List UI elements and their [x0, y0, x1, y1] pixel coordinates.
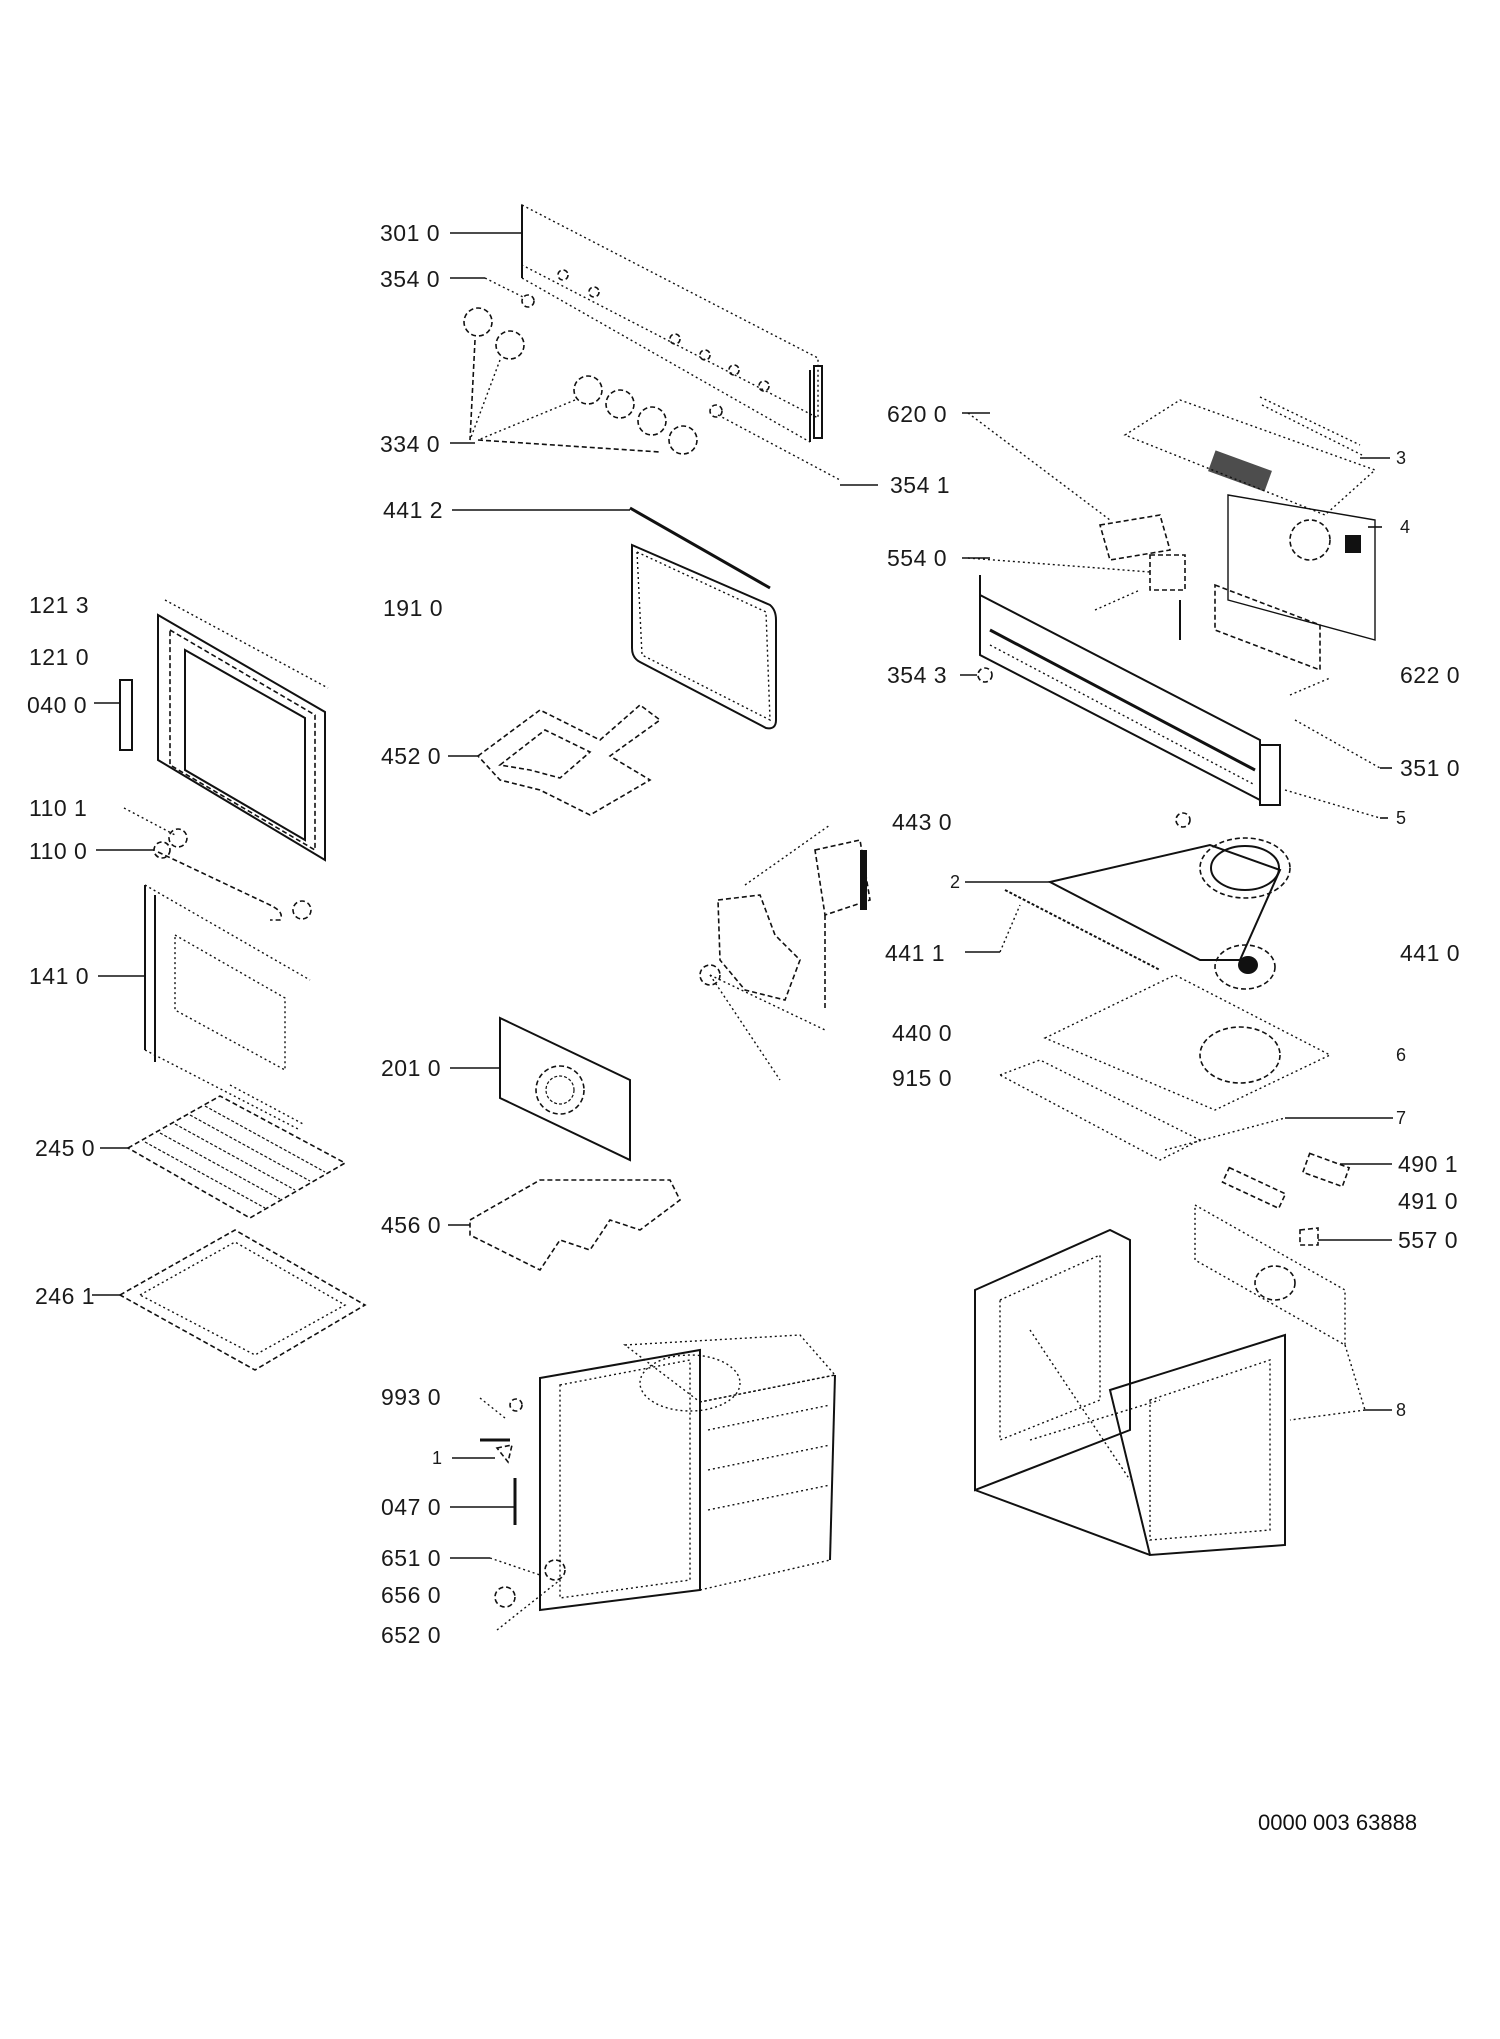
fan-part — [699, 824, 871, 1081]
part-label: 456 0 — [381, 1212, 442, 1238]
part-label: 441 0 — [1400, 940, 1461, 966]
part-label: 6 — [1396, 1045, 1407, 1065]
part-label: 915 0 — [892, 1065, 953, 1091]
part-label: 5 — [1396, 808, 1407, 828]
knobs-part — [463, 307, 698, 455]
part-label: 121 3 — [29, 592, 90, 618]
part-label: 047 0 — [381, 1494, 442, 1520]
part-label: 301 0 — [380, 220, 441, 246]
fan-cover-part — [1004, 837, 1291, 990]
door-part — [119, 599, 329, 862]
part-label: 040 0 — [27, 692, 88, 718]
part-label: 334 0 — [380, 431, 441, 457]
part-label: 490 1 — [1398, 1151, 1459, 1177]
part-label: 554 0 — [887, 545, 948, 571]
part-label: 622 0 — [1400, 662, 1461, 688]
part-label: 491 0 — [1398, 1188, 1459, 1214]
part-label: 201 0 — [381, 1055, 442, 1081]
part-label: 3 — [1396, 448, 1407, 468]
part-label: 354 1 — [890, 472, 951, 498]
outer-casing-part — [974, 1228, 1286, 1557]
part-label: 351 0 — [1400, 755, 1461, 781]
part-label: 1 — [432, 1448, 443, 1468]
part-label: 993 0 — [381, 1384, 442, 1410]
part-label: 441 2 — [383, 497, 444, 523]
part-label: 354 0 — [380, 266, 441, 292]
part-label: 121 0 — [29, 644, 90, 670]
part-label: 8 — [1396, 1400, 1407, 1420]
part-label: 652 0 — [381, 1622, 442, 1648]
part-label: 245 0 — [35, 1135, 96, 1161]
part-label: 651 0 — [381, 1545, 442, 1571]
part-label: 354 3 — [887, 662, 948, 688]
part-label: 656 0 — [381, 1582, 442, 1608]
part-label: 620 0 — [887, 401, 948, 427]
part-label: 2 — [950, 872, 961, 892]
part-label: 141 0 — [29, 963, 90, 989]
part-label: 110 1 — [29, 795, 88, 821]
part-label: 246 1 — [35, 1283, 96, 1309]
part-label: 557 0 — [1398, 1227, 1459, 1253]
document-number: 0000 003 63888 — [1258, 1810, 1418, 1835]
part-label: 7 — [1396, 1108, 1407, 1128]
part-label: 443 0 — [892, 809, 953, 835]
part-label: 440 0 — [892, 1020, 953, 1046]
control-panel-part — [521, 203, 823, 443]
part-label: 110 0 — [29, 838, 88, 864]
front-frame-part — [977, 575, 1281, 828]
part-label: 191 0 — [383, 595, 444, 621]
part-label: 452 0 — [381, 743, 442, 769]
oven-cavity-part — [539, 1334, 837, 1612]
top-cover-part — [1123, 396, 1377, 672]
part-label: 441 1 — [885, 940, 946, 966]
part-label: 4 — [1400, 517, 1411, 537]
